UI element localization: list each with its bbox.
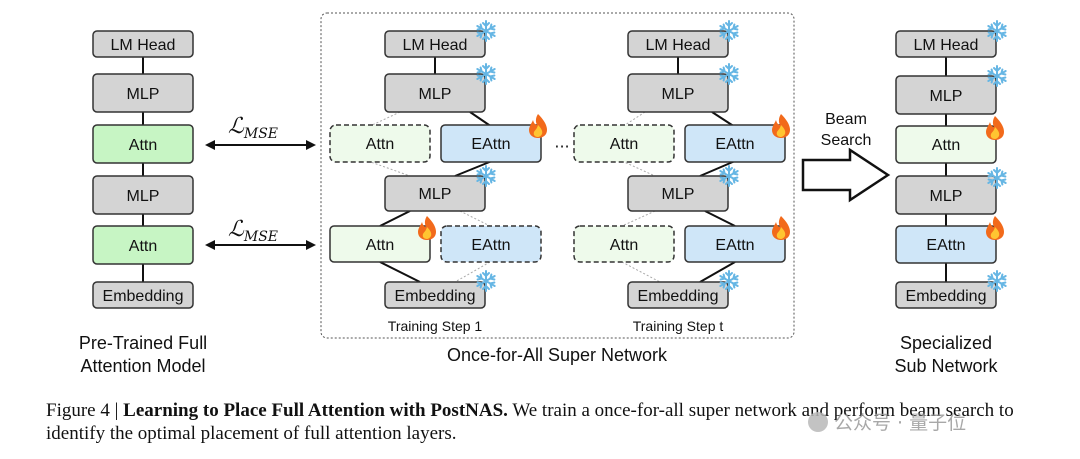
figure-caption: Figure 4 | Learning to Place Full Attent… — [46, 399, 1056, 445]
stept-eattn-lower-block — [684, 225, 786, 263]
svg-text:ℒMSE: ℒMSE — [228, 114, 278, 142]
stept-attn-upper-label: Attn — [610, 136, 638, 153]
left-attn-block — [92, 225, 194, 265]
sub-embedding-label: Embedding — [906, 288, 987, 305]
step1-embedding-label: Embedding — [395, 288, 476, 305]
step1-mlp-label: MLP — [419, 186, 452, 203]
left-attn-label: Attn — [129, 137, 157, 154]
sub-lm-head-label: LM Head — [914, 37, 979, 54]
stept-lm-head-block — [627, 30, 729, 58]
step1-attn-lower-block — [329, 225, 431, 263]
stept-mlp-block — [627, 73, 729, 113]
left-model-title: Attention Model — [80, 356, 205, 376]
stept-mlp-label: MLP — [662, 186, 695, 203]
left-lm-head-label: LM Head — [111, 37, 176, 54]
watermark: 公众号 · 量子位 — [808, 408, 966, 435]
beam-search-arrow: Beam Search — [801, 111, 891, 203]
fire-icon — [772, 216, 790, 240]
step1-lm-head-label: LM Head — [403, 37, 468, 54]
postnas-diagram: LM Head MLP Attn MLP Attn Embedding Pre-… — [79, 12, 1007, 376]
block-arrow-icon — [801, 147, 891, 203]
caption-text: We train a once-for-all super network an… — [46, 400, 1014, 444]
left-lm-head-block — [92, 30, 194, 58]
left-mlp-label: MLP — [127, 188, 160, 205]
stept-attn-lower-block — [573, 225, 675, 263]
fire-icon — [772, 114, 790, 138]
sub-mlp-label: MLP — [930, 88, 963, 105]
stept-attn-lower-label: Attn — [610, 237, 638, 254]
loss-symbol: ℒ — [228, 217, 245, 242]
loss-symbol: ℒ — [228, 114, 245, 139]
step1-mlp-block — [384, 73, 486, 113]
step1-attn-lower-label: Attn — [366, 237, 394, 254]
stept-embedding-label: Embedding — [638, 288, 719, 305]
fire-icon — [418, 216, 436, 240]
sub-network: LM Head MLP Attn MLP EAttn Embedding Spe… — [894, 30, 999, 376]
left-embedding-label: Embedding — [103, 288, 184, 305]
sub-embedding-block — [895, 281, 997, 309]
stept-lm-head-label: LM Head — [646, 37, 711, 54]
training-step-1: LM Head MLP Attn EAttn MLP Attn EAttn Em… — [329, 30, 542, 334]
step1-label: Training Step 1 — [388, 318, 483, 334]
left-model-title: Pre-Trained Full — [79, 333, 207, 353]
sub-lm-head-block — [895, 30, 997, 58]
svg-text:ℒMSE: ℒMSE — [228, 217, 278, 245]
left-mlp-block — [92, 73, 194, 113]
mse-loss-lower: ℒMSE — [205, 217, 316, 250]
snowflake-icon — [476, 270, 496, 292]
step1-embedding-block — [384, 281, 486, 309]
sub-mlp-block — [895, 175, 997, 215]
stept-eattn-upper-block — [684, 124, 786, 163]
left-attn-block — [92, 124, 194, 164]
sub-eattn-label: EAttn — [926, 237, 965, 254]
stept-eattn-upper-label: EAttn — [715, 136, 754, 153]
left-embedding-block — [92, 281, 194, 309]
ellipsis: ··· — [554, 137, 569, 156]
step1-mlp-label: MLP — [419, 86, 452, 103]
loss-subscript: MSE — [243, 229, 278, 245]
fire-icon — [986, 216, 1004, 240]
fire-icon — [529, 114, 547, 138]
stept-eattn-lower-label: EAttn — [715, 237, 754, 254]
step1-eattn-upper-block — [440, 124, 542, 163]
stept-label: Training Step t — [633, 318, 724, 334]
sub-mlp-block — [895, 75, 997, 115]
step1-eattn-upper-label: EAttn — [471, 136, 510, 153]
training-step-t: LM Head MLP Attn EAttn MLP Attn EAttn Em… — [573, 30, 786, 334]
watermark-logo-icon — [808, 412, 828, 432]
sub-attn-block — [895, 125, 997, 164]
step1-attn-upper-block — [329, 124, 431, 163]
beam-search-label: Beam — [825, 111, 867, 128]
watermark-text: 公众号 · 量子位 — [834, 412, 967, 434]
snowflake-icon — [719, 270, 739, 292]
fire-icon — [986, 116, 1004, 140]
loss-subscript: MSE — [243, 126, 278, 142]
sub-mlp-label: MLP — [930, 188, 963, 205]
mse-loss-upper: ℒMSE — [205, 114, 316, 150]
super-network-title: Once-for-All Super Network — [447, 345, 668, 365]
left-model: LM Head MLP Attn MLP Attn Embedding Pre-… — [79, 30, 207, 376]
stept-attn-upper-block — [573, 124, 675, 163]
step1-attn-upper-label: Attn — [366, 136, 394, 153]
snowflake-icon — [987, 270, 1007, 292]
stept-mlp-block — [627, 175, 729, 212]
left-mlp-block — [92, 175, 194, 215]
step1-lm-head-block — [384, 30, 486, 58]
step1-eattn-lower-block — [440, 225, 542, 263]
sub-network-title: Sub Network — [894, 356, 998, 376]
left-attn-label: Attn — [129, 238, 157, 255]
step1-eattn-lower-label: EAttn — [471, 237, 510, 254]
left-mlp-label: MLP — [127, 86, 160, 103]
stept-mlp-label: MLP — [662, 86, 695, 103]
sub-eattn-block — [895, 225, 997, 264]
step1-mlp-block — [384, 175, 486, 212]
stept-embedding-block — [627, 281, 729, 309]
sub-network-title: Specialized — [900, 333, 992, 353]
beam-search-label: Search — [821, 132, 872, 149]
caption-prefix: Figure 4 | — [46, 400, 124, 421]
caption-title: Learning to Place Full Attention with Po… — [123, 400, 508, 421]
sub-attn-label: Attn — [932, 137, 960, 154]
